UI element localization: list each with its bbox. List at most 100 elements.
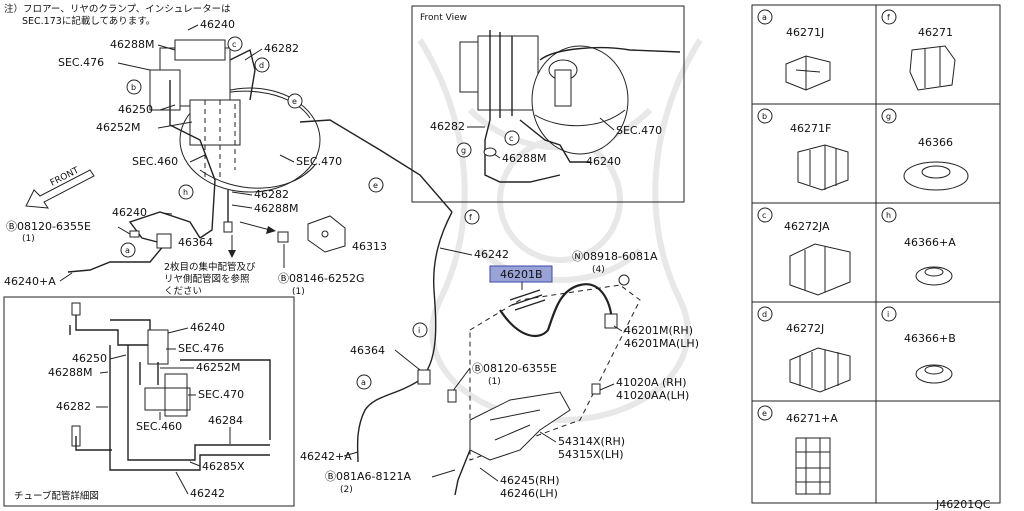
bolt-icon [129, 230, 140, 238]
brake-hose [499, 274, 630, 338]
callout-e-top: e [292, 97, 297, 106]
parts-cell-d: d 46272J [757, 306, 851, 393]
label-bolt-08146-qty: (1) [292, 287, 305, 297]
parts-cell-i-letter: i [887, 310, 889, 319]
label-46201B: 46201B [500, 268, 543, 281]
parts-cell-c-part: 46272JA [784, 220, 830, 233]
parts-cell-h-part: 46366+A [904, 236, 956, 249]
label-46242A: 46242+A [300, 450, 352, 463]
label-46282-top: 46282 [264, 42, 299, 55]
label-54315X: 54315X(LH) [558, 448, 624, 461]
callout-i-mid: i [418, 326, 420, 335]
detail-title: チューブ配管詳細図 [14, 490, 99, 502]
parts-cell-e: e 46271+A [757, 405, 838, 495]
clip-46364-mid-icon [417, 369, 431, 385]
label-41020AA: 41020AA(LH) [616, 389, 689, 402]
label-bolt-08120-left: Ⓑ08120-6355E [6, 220, 91, 233]
callout-h-left: h [183, 188, 188, 197]
parts-cell-d-part: 46272J [786, 322, 824, 335]
label-sec470-top: SEC.470 [296, 155, 342, 168]
label-46245: 46245(RH) [500, 474, 560, 487]
callouts-main: c d b e e f h a i a g c [120, 36, 520, 390]
label-46242: 46242 [474, 248, 509, 261]
detail-frame [3, 296, 295, 507]
parts-cell-i: i 46366+B [881, 306, 956, 384]
detail-label-46285X: 46285X [202, 460, 245, 473]
detail-label-46240: 46240 [190, 321, 225, 334]
parts-cell-b-letter: b [762, 112, 767, 121]
label-bolt-08146: Ⓑ08146-6252G [278, 272, 364, 285]
label-46364-mid: 46364 [350, 344, 385, 357]
callout-a-left: a [125, 246, 130, 255]
parts-cell-g-letter: g [886, 112, 891, 121]
label-41020A: 41020A (RH) [616, 376, 687, 389]
jp-note2-line3: ください [164, 286, 202, 297]
label-46240A: 46240+A [4, 275, 56, 288]
parts-cell-g: g 46366 [881, 108, 969, 191]
parts-cell-b: b 46271F [757, 108, 849, 191]
label-46313: 46313 [352, 240, 387, 253]
dashed-outline [469, 284, 641, 461]
callout-a-mid: a [361, 378, 366, 387]
callout-c-fv: c [509, 134, 513, 143]
parts-cell-e-part: 46271+A [786, 412, 838, 425]
detail-label-46282: 46282 [56, 400, 91, 413]
front-view-frame [411, 5, 685, 203]
label-sec460-top: SEC.460 [132, 155, 178, 168]
label-nut-08918-qty: (4) [592, 265, 605, 275]
caliper-bracket [454, 391, 571, 496]
callout-g-fv: g [461, 146, 466, 155]
parts-cell-f-letter: f [887, 13, 890, 22]
diagram-code: J46201QC [935, 498, 991, 511]
label-46246: 46246(LH) [500, 487, 558, 500]
watermark-emblem [417, 38, 703, 424]
label-sec476-top: SEC.476 [58, 56, 104, 69]
label-bolt-081A6: Ⓑ081A6-8121A [325, 470, 411, 483]
label-bolt-08120-left-qty: (1) [22, 234, 35, 244]
callout-d-top: d [259, 61, 264, 70]
fv-label-46288M: 46288M [502, 152, 546, 165]
detail-label-sec470: SEC.470 [198, 388, 244, 401]
parts-cell-g-part: 46366 [918, 136, 953, 149]
fv-label-46240: 46240 [586, 155, 621, 168]
detail-label-46284: 46284 [208, 414, 243, 427]
callout-c-top: c [232, 40, 236, 49]
front-arrow: FRONT [25, 166, 95, 209]
label-46250-top: 46250 [118, 103, 153, 116]
parts-cell-h: h 46366+A [881, 207, 956, 286]
label-46282-mid: 46282 [254, 188, 289, 201]
parts-cell-f-part: 46271 [918, 26, 953, 39]
callout-f-mid: f [469, 213, 472, 222]
callout-e-mid: e [373, 181, 378, 190]
label-46201M: 46201M(RH) [624, 324, 693, 337]
label-46288M-top: 46288M [110, 38, 154, 51]
clip-46364-icon [156, 233, 172, 249]
parts-grid [751, 4, 1001, 504]
detail-label-46250: 46250 [72, 352, 107, 365]
booster-assembly [149, 39, 453, 239]
label-bolt-08120-mid-qty: (1) [488, 377, 501, 387]
parts-cell-a-letter: a [762, 13, 767, 22]
callout-b-top: b [131, 83, 136, 92]
parts-cell-a-part: 46271J [786, 26, 824, 39]
part-46201B-pipes [509, 289, 546, 311]
jp-note2-line1: 2枚目の集中配管及び [164, 261, 256, 273]
label-54314X: 54314X(RH) [558, 435, 625, 448]
part-46313 [239, 215, 346, 253]
detail-label-sec460: SEC.460 [136, 420, 182, 433]
label-bolt-08120-mid: Ⓑ08120-6355E [472, 362, 557, 375]
label-46364-left: 46364 [178, 236, 213, 249]
label-46252M-top: 46252M [96, 121, 140, 134]
detail-drawing [69, 302, 271, 471]
front-view-title: Front View [420, 13, 467, 23]
label-nut-08918: Ⓝ08918-6081A [572, 250, 658, 263]
label-46201MA: 46201MA(LH) [624, 337, 699, 350]
note-line-1: 注）フロアー、リヤのクランプ、インシュレーターは [4, 3, 231, 15]
label-46240-top: 46240 [200, 18, 235, 31]
detail-label-46288M: 46288M [48, 366, 92, 379]
parts-cell-c: c 46272JA [757, 207, 851, 296]
parts-cell-b-part: 46271F [790, 122, 831, 135]
note-line-2: SEC.173に記載してあります。 [22, 15, 155, 27]
label-bolt-081A6-qty: (2) [340, 485, 353, 495]
